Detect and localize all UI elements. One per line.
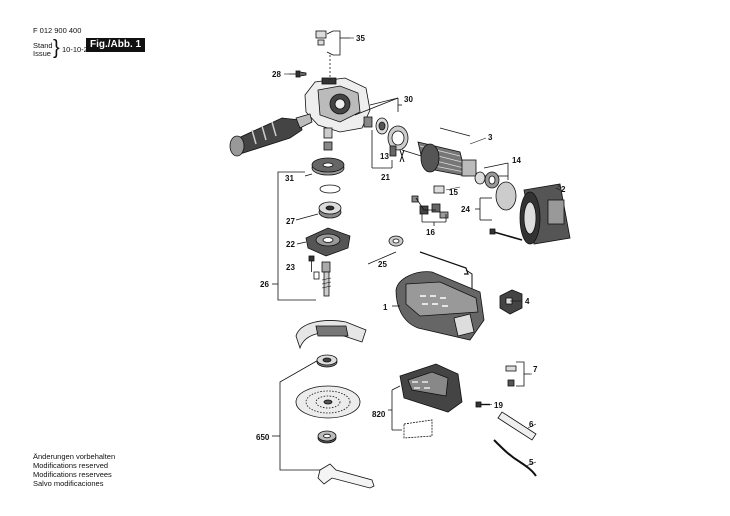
part-15-16-brushes [411, 185, 449, 226]
guard [295, 320, 367, 350]
part-19-screw [475, 401, 490, 408]
part-23-screw [308, 255, 315, 272]
spanner-wrench [317, 463, 375, 489]
note-es: Salvo modificaciones [33, 479, 104, 488]
gear-head-housing [304, 55, 371, 133]
side-handle [229, 113, 313, 157]
part-35-screw [315, 30, 350, 56]
note-de: Änderungen vorbehalten [33, 452, 116, 461]
part-31-gear [304, 127, 345, 177]
figure-label: Fig./Abb. 1 [86, 38, 146, 52]
label-15: 15 [449, 188, 458, 197]
part-1-motor-housing [392, 271, 485, 341]
label-25: 25 [378, 260, 387, 269]
label-13: 13 [380, 152, 389, 161]
note-fr: Modifications reservees [33, 470, 112, 479]
part-5-cable [493, 439, 537, 477]
label-24: 24 [461, 205, 470, 214]
label-6: 6 [529, 420, 534, 429]
label-21: 21 [381, 173, 390, 182]
issue-label: Issue [33, 49, 51, 58]
part-27-bearing [295, 201, 342, 221]
grinding-disc [295, 385, 361, 419]
part-7-screws [505, 361, 530, 387]
part-14-bearing [474, 162, 509, 189]
part-22-flange [296, 227, 351, 257]
part-3-armature [401, 127, 493, 179]
part-30-bearing-group [354, 97, 409, 151]
flange-nut [316, 354, 338, 368]
label-31: 31 [285, 174, 294, 183]
label-19: 19 [494, 401, 503, 410]
document-number: F 012 900 400 [33, 26, 82, 35]
label-22: 22 [286, 240, 295, 249]
leader-lines [284, 37, 561, 467]
label-5: 5 [529, 458, 534, 467]
label-3: 3 [488, 133, 493, 142]
part-2-field-coil [495, 181, 571, 245]
label-16: 16 [426, 228, 435, 237]
part-13-21-group [371, 130, 405, 169]
label-4: 4 [525, 297, 530, 306]
part-4-switch [499, 289, 523, 315]
label-28: 28 [272, 70, 281, 79]
label-7: 7 [533, 365, 538, 374]
note-en: Modifications reserved [33, 461, 109, 470]
part-number-labels: 35 28 30 3 13 21 14 31 2 15 27 24 16 22 … [256, 34, 566, 467]
label-1: 1 [383, 303, 388, 312]
label-27: 27 [286, 217, 295, 226]
issue-date: 10-10-28 [62, 45, 93, 54]
lock-nut [317, 430, 337, 444]
spindle [313, 261, 332, 297]
label-35: 35 [356, 34, 365, 43]
circlip [319, 184, 341, 194]
part-6-cable-guard [497, 411, 537, 441]
part-24-screws [475, 197, 523, 241]
stand-label: Stand [33, 41, 53, 50]
label-26: 26 [260, 280, 269, 289]
lower-bracket-650 [272, 357, 326, 471]
label-30: 30 [404, 95, 413, 104]
modification-notes: Änderungen vorbehalten Modifications res… [33, 452, 115, 488]
label-820: 820 [372, 410, 386, 419]
part-28-screw [289, 70, 307, 78]
label-2: 2 [561, 185, 566, 194]
label-14: 14 [512, 156, 521, 165]
left-bracket-26 [272, 171, 316, 301]
part-820-rear-housing [388, 363, 463, 439]
brace-symbol: } [53, 37, 60, 59]
label-650: 650 [256, 433, 270, 442]
label-23: 23 [286, 263, 295, 272]
